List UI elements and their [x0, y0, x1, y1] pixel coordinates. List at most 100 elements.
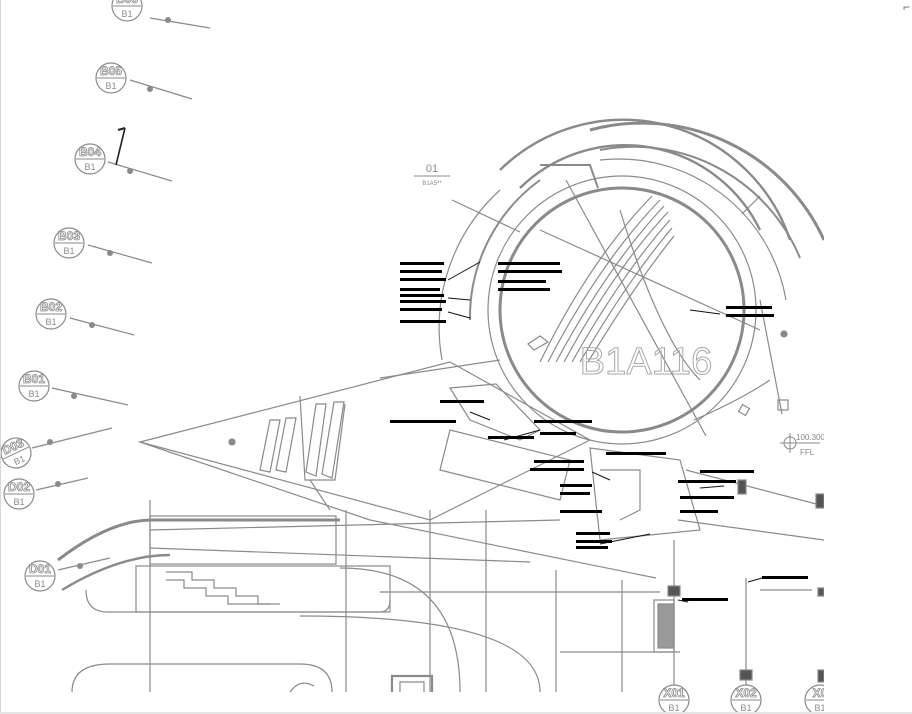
- grid-bubble-sheet: B1: [121, 9, 132, 19]
- column-dark: [817, 587, 824, 597]
- east-wall: [759, 299, 783, 415]
- tag: [726, 306, 772, 309]
- outer-arc-1: [589, 121, 824, 241]
- grid-bubble-id: B02: [40, 300, 62, 314]
- seating-row: [587, 235, 675, 363]
- plaza-edge: [85, 589, 391, 613]
- shaded-wall: [657, 603, 675, 649]
- break-mark: [117, 127, 126, 131]
- tag: [390, 420, 456, 423]
- grid-bubble-sheet: B1: [814, 703, 825, 713]
- column-dark: [817, 669, 824, 683]
- slat: [321, 401, 345, 479]
- grid-bubble-id: B06: [116, 0, 138, 6]
- service-core: [448, 383, 541, 441]
- section-sheet: B1A5**: [422, 181, 442, 187]
- column-dark: [739, 669, 753, 681]
- path-curve-inner: [61, 553, 171, 592]
- drum-outer-wall: [487, 175, 757, 445]
- grid-bubble-sheet: B1: [28, 389, 39, 399]
- plaza-curve-1: [339, 567, 461, 692]
- column-square: [777, 399, 789, 411]
- grid-bubble-id: B03: [58, 229, 80, 243]
- lobby-curve: [468, 179, 541, 321]
- grid-line-b03: [87, 244, 153, 264]
- tag: [498, 262, 560, 265]
- doorway: [390, 674, 434, 692]
- stair-core: [600, 469, 641, 521]
- grid-line-b06: [149, 17, 211, 29]
- break-line: [115, 127, 126, 166]
- grid-line-h1: [149, 547, 531, 563]
- annotation-tags: [390, 262, 808, 601]
- level-value: 100.300: [796, 433, 825, 442]
- stage-edge: [619, 209, 701, 381]
- tag: [400, 278, 446, 281]
- slat-guide: [309, 479, 331, 511]
- room-label: B1A116: [580, 341, 712, 383]
- column-dark: [815, 493, 824, 509]
- level-marker: 100.300 FFL: [780, 433, 825, 457]
- tag: [576, 532, 610, 535]
- ramp-curve: [71, 663, 333, 692]
- grid-bubble-sheet: B1: [34, 579, 45, 589]
- grid-line-d01: [57, 557, 111, 571]
- step-platform: [135, 565, 391, 613]
- grid-bubble-sheet: B1: [84, 162, 95, 172]
- section-number: 01: [426, 163, 438, 175]
- arc-joint: [741, 195, 761, 215]
- corridor-block: [439, 429, 571, 501]
- grid-bubble: B06B1: [111, 0, 143, 22]
- doorway-inner: [399, 681, 425, 692]
- tag: [400, 308, 442, 311]
- tag: [498, 270, 562, 273]
- grid-bubble-sheet: B1: [12, 453, 26, 467]
- tag: [400, 300, 446, 303]
- tag: [400, 270, 442, 273]
- tag: [400, 320, 446, 323]
- stair-top: [166, 571, 280, 605]
- tag: [606, 452, 666, 455]
- tag: [498, 280, 546, 283]
- slat: [305, 403, 327, 477]
- section-cut-line: [451, 199, 521, 233]
- tag: [440, 400, 484, 403]
- tag: [560, 510, 602, 513]
- arc-symbol: [289, 682, 315, 692]
- grid-bubble-sheet: B1: [63, 246, 74, 256]
- south-east-wall: [693, 379, 771, 421]
- tag: [678, 480, 736, 483]
- grid-bubble-id: B01: [23, 372, 45, 386]
- drum-inner-wall: [498, 186, 746, 434]
- grid-bubble-sheet: B1: [45, 317, 56, 327]
- east-core: [589, 447, 701, 541]
- column: [228, 438, 236, 446]
- tag: [576, 546, 608, 549]
- section-marker: 01 B1A5**: [414, 163, 450, 187]
- triangular-wing: [137, 361, 592, 521]
- wing-inner-wall: [299, 395, 346, 481]
- grid-line-b02: [69, 317, 135, 336]
- frame-bottom-edge: [0, 712, 912, 714]
- grid-bubble-id: D02: [8, 480, 30, 494]
- tag: [534, 460, 584, 463]
- level-label: FFL: [800, 448, 815, 457]
- ring-wall-1: [519, 144, 762, 231]
- grid-bubble-sheet: B1: [668, 703, 679, 713]
- grid-line-h5: [677, 519, 824, 541]
- tag: [576, 540, 612, 543]
- column-dark: [667, 585, 681, 597]
- grid-line-d02: [35, 477, 89, 491]
- corner-resize-icon[interactable]: ⌐: [903, 0, 911, 14]
- plan-geometry: [31, 17, 824, 692]
- tag: [498, 288, 550, 291]
